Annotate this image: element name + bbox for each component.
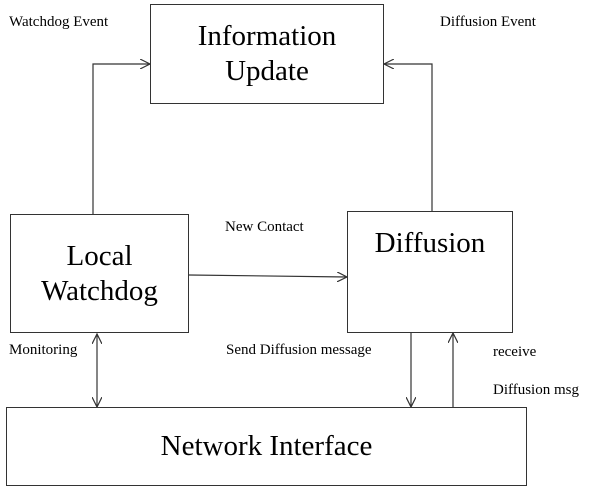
info-update-title: Information Update	[198, 19, 337, 89]
network-interface-title-line1: Network Interface	[160, 430, 373, 463]
label-send-diffusion-message: Send Diffusion message	[226, 342, 372, 358]
local-watchdog-title: Local Watchdog	[41, 239, 158, 309]
info-update-title-line1: Information	[197, 20, 337, 53]
label-new-contact: New Contact	[225, 219, 304, 235]
label-watchdog-event: Watchdog Event	[9, 14, 109, 30]
diffusion-box: Diffusion	[347, 211, 513, 333]
label-diffusion-event: Diffusion Event	[440, 14, 536, 30]
local-watchdog-box: Local Watchdog	[10, 214, 189, 333]
local-watchdog-title-line2: Watchdog	[41, 274, 158, 307]
local-watchdog-title-line1: Local	[66, 239, 133, 272]
network-interface-box: Network Interface	[6, 407, 527, 486]
edge-watchdog-to-info-update	[92, 64, 150, 214]
diffusion-title-line1: Diffusion	[374, 227, 486, 259]
edge-new-contact	[188, 275, 347, 277]
network-interface-title: Network Interface	[161, 429, 373, 464]
info-update-title-line2: Update	[225, 55, 309, 87]
label-diffusion-msg: Diffusion msg	[493, 382, 579, 398]
edge-diffusion-to-info-update	[384, 64, 433, 211]
info-update-box: Information Update	[150, 4, 384, 104]
label-receive: receive	[493, 344, 537, 360]
label-monitoring: Monitoring	[9, 342, 78, 358]
diffusion-title: Diffusion	[375, 226, 486, 261]
